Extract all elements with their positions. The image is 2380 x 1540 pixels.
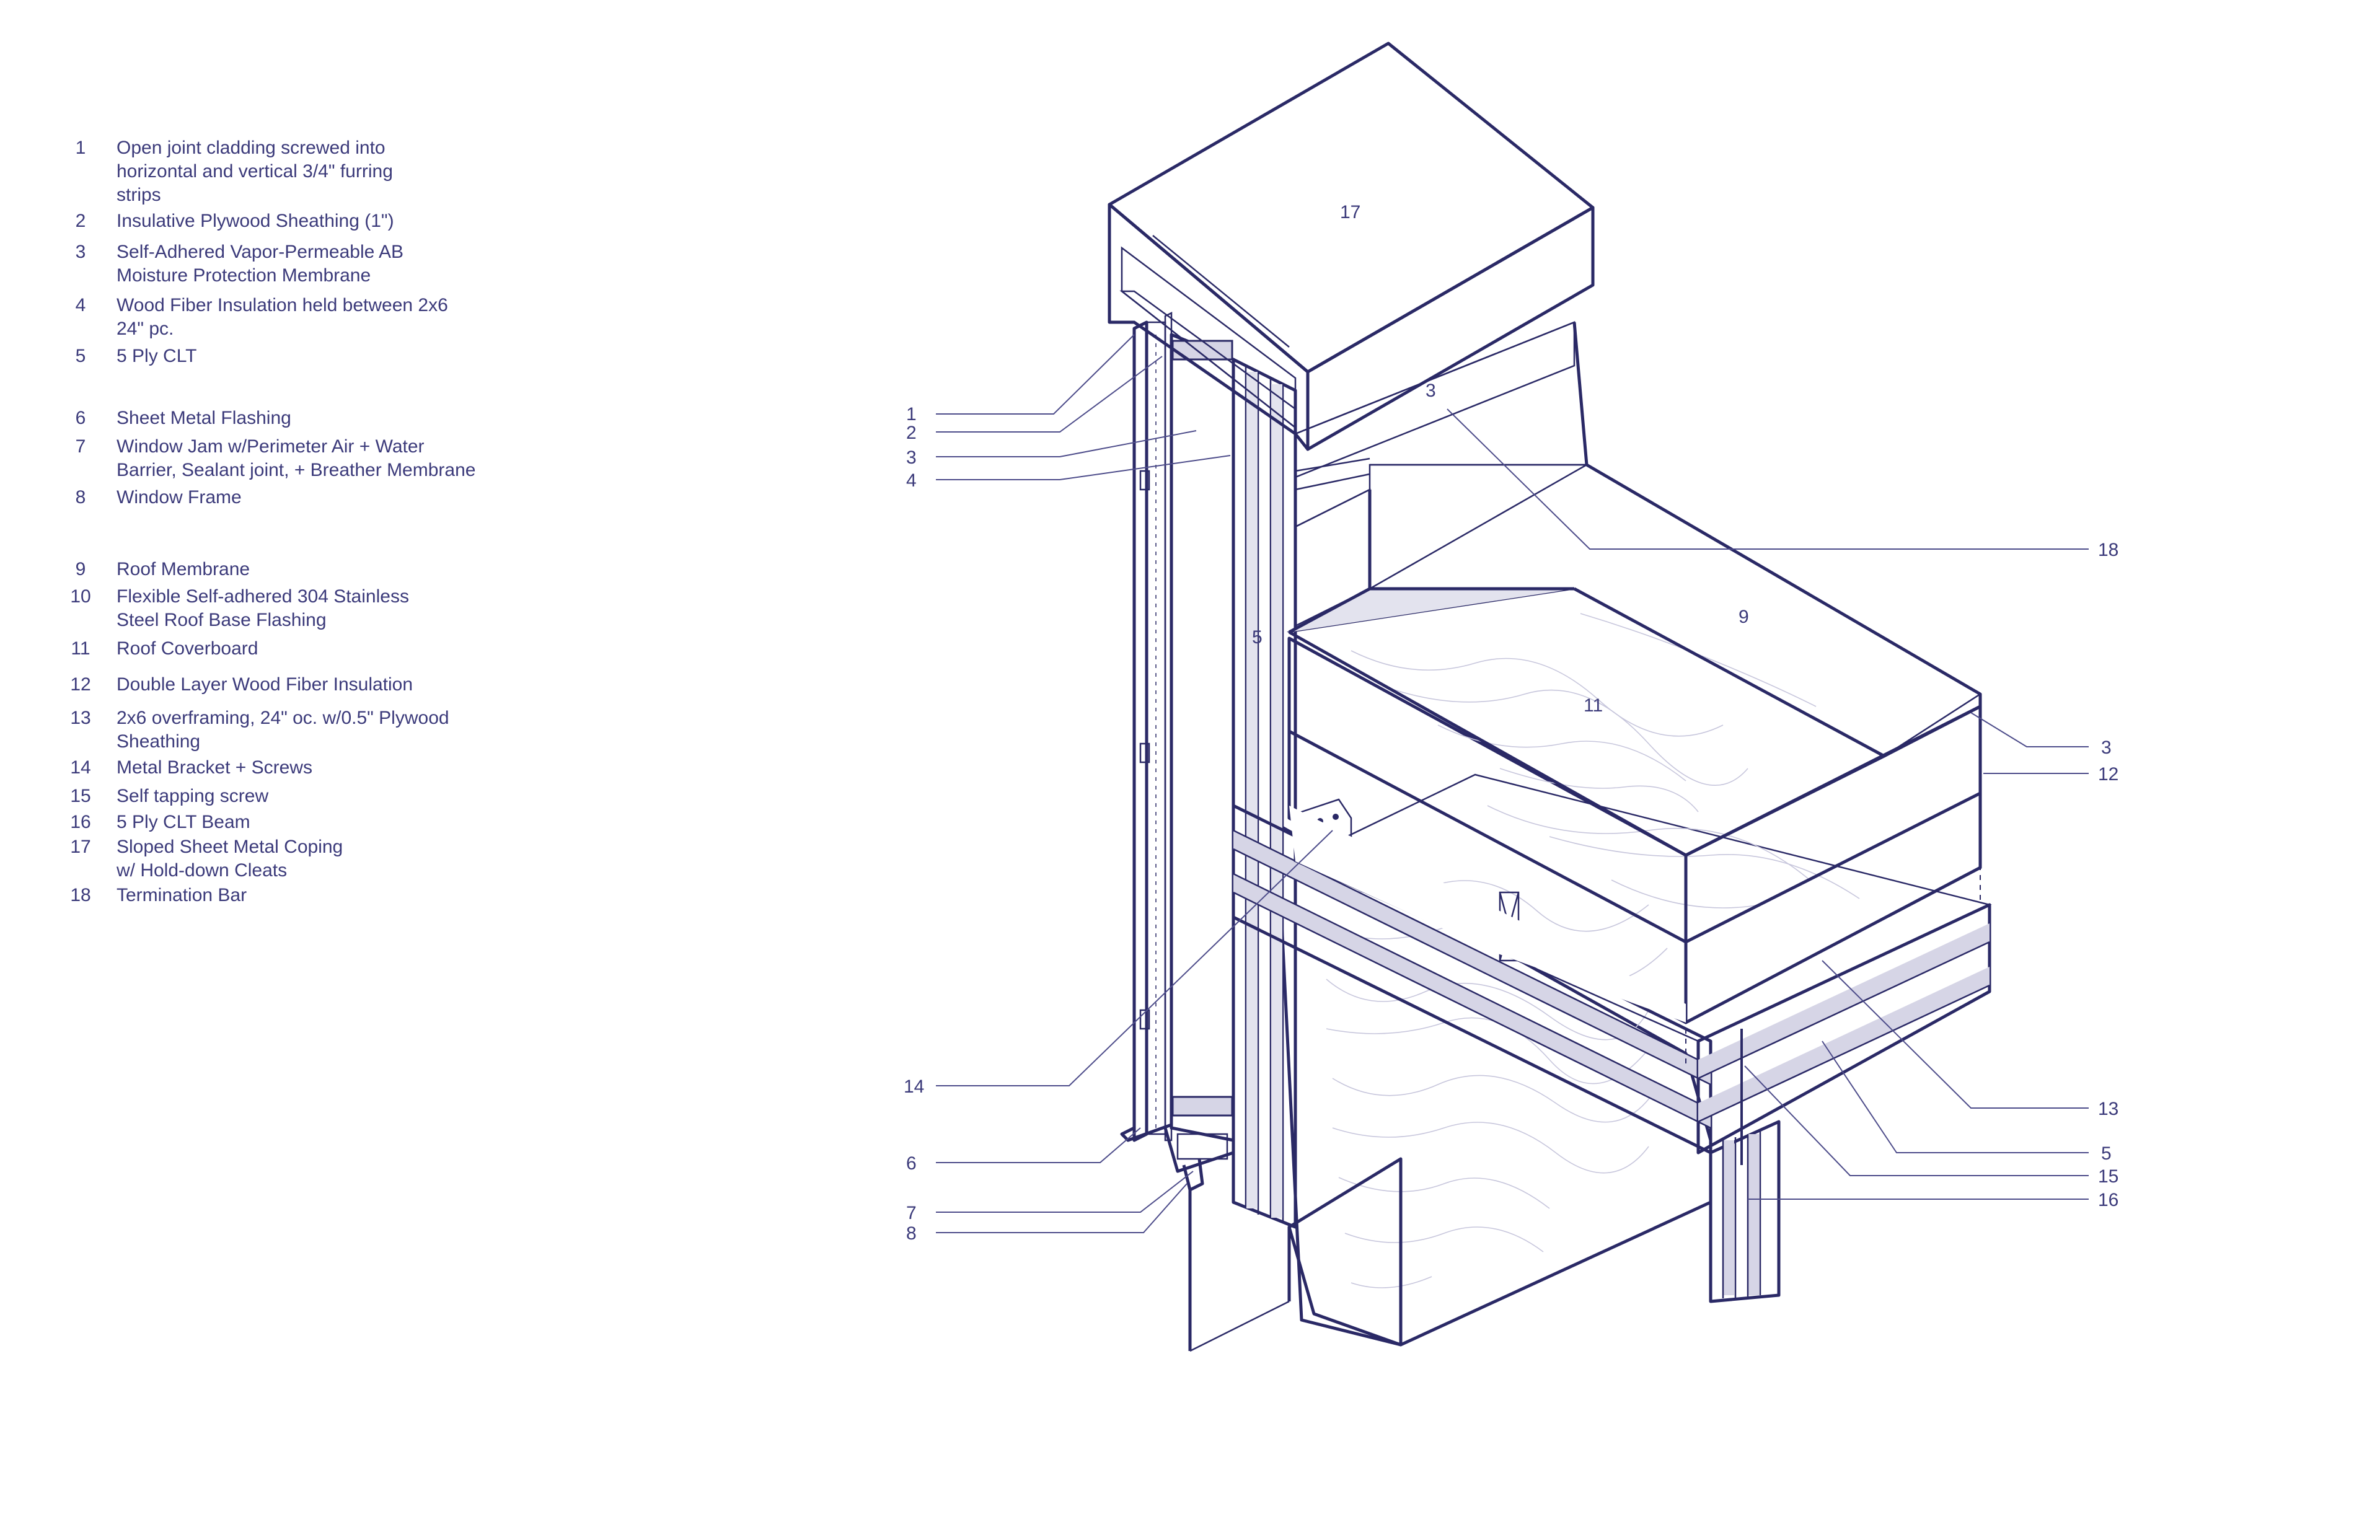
window-head-flashing <box>1120 1109 1235 1351</box>
callouts-right: 18 3 12 13 5 15 16 <box>2098 540 2118 1210</box>
legend-number: 10 <box>70 586 91 607</box>
legend-text: Roof Membrane <box>117 559 250 579</box>
legend-number: 16 <box>70 812 91 832</box>
legend-text: Window Frame <box>117 487 242 508</box>
legend-text: Metal Bracket + Screws <box>117 757 312 778</box>
wall-assembly <box>1132 311 1297 1229</box>
legend-number: 9 <box>75 559 86 579</box>
part-labels: 17 3 5 9 11 <box>1252 202 1749 716</box>
callout-15: 15 <box>2098 1166 2118 1187</box>
leader-lines <box>936 334 2089 1233</box>
legend-text: Open joint cladding screwed into horizon… <box>117 138 393 205</box>
legend-number: 18 <box>70 885 91 905</box>
legend-text: Self tapping screw <box>117 786 269 806</box>
legend-text: Termination Bar <box>117 885 247 905</box>
part-label-11: 11 <box>1584 695 1603 716</box>
legend-text: 5 Ply CLT Beam <box>117 812 250 832</box>
legend-number: 5 <box>75 346 86 366</box>
legend-number: 15 <box>70 786 91 806</box>
clt-slab <box>1232 706 1992 1303</box>
callout-1: 1 <box>906 404 917 425</box>
window-wall <box>1189 1157 1403 1352</box>
legend-number: 14 <box>70 757 91 778</box>
roof-surface <box>1287 463 1982 857</box>
callout-8: 8 <box>906 1223 917 1244</box>
callout-4: 4 <box>906 470 917 491</box>
legend-number: 4 <box>75 295 86 315</box>
legend-text: Insulative Plywood Sheathing (1") <box>117 211 394 231</box>
legend-number: 2 <box>75 211 86 231</box>
legend-text: Window Jam w/Perimeter Air + Water Barri… <box>117 436 476 480</box>
legend-text: 2x6 overframing, 24" oc. w/0.5" Plywood … <box>117 708 449 752</box>
legend-number: 6 <box>75 408 86 428</box>
part-label-5: 5 <box>1252 627 1263 648</box>
callout-3: 3 <box>906 447 917 468</box>
callouts-left: 1 2 3 4 14 6 7 8 <box>904 404 924 1244</box>
part-label-9: 9 <box>1739 607 1749 627</box>
legend-text: Sheet Metal Flashing <box>117 408 291 428</box>
legend-number: 11 <box>71 638 90 659</box>
callout-5-right: 5 <box>2101 1143 2112 1164</box>
parapet-upstand <box>1294 321 1589 628</box>
callout-18: 18 <box>2098 540 2118 560</box>
sheet-metal-coping <box>1108 42 1595 451</box>
legend-number: 7 <box>75 436 86 457</box>
part-label-3: 3 <box>1426 381 1436 401</box>
callout-6: 6 <box>906 1153 917 1174</box>
legend-text: Sloped Sheet Metal Coping w/ Hold-down C… <box>117 837 343 881</box>
legend-number: 3 <box>75 242 86 262</box>
legend-text: Double Layer Wood Fiber Insulation <box>117 674 413 695</box>
legend-text: Wood Fiber Insulation held between 2x6 2… <box>117 295 448 339</box>
legend-number: 12 <box>70 674 91 695</box>
legend-number: 8 <box>75 487 86 508</box>
callout-12: 12 <box>2098 764 2118 785</box>
legend-number: 1 <box>75 138 86 158</box>
callout-2: 2 <box>906 423 917 443</box>
callout-14: 14 <box>904 1076 924 1097</box>
callout-7: 7 <box>906 1203 917 1223</box>
part-label-17: 17 <box>1340 202 1360 222</box>
legend-number: 17 <box>70 837 91 857</box>
callout-3-right: 3 <box>2101 737 2112 758</box>
legend-number: 13 <box>70 708 91 728</box>
legend-text: Flexible Self-adhered 304 Stainless Stee… <box>117 586 409 630</box>
legend-text: 5 Ply CLT <box>117 346 197 366</box>
legend-text: Roof Coverboard <box>117 638 258 659</box>
legend-text: Self-Adhered Vapor-Permeable AB Moisture… <box>117 242 404 286</box>
callout-16: 16 <box>2098 1190 2118 1210</box>
callout-13: 13 <box>2098 1099 2118 1119</box>
